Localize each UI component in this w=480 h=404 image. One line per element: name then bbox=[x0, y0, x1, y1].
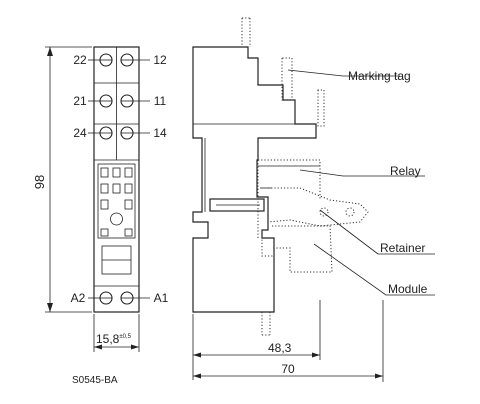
din-rail-clip bbox=[209, 198, 265, 212]
terminal-label-14: 14 bbox=[153, 126, 167, 140]
hidden-outlines bbox=[241, 17, 369, 336]
callout-relay: Relay bbox=[390, 164, 421, 178]
pin-sockets bbox=[97, 163, 136, 275]
socket-side-body bbox=[192, 46, 317, 313]
terminal-label-24: 24 bbox=[73, 126, 87, 140]
terminal-label-a2: A2 bbox=[71, 291, 86, 305]
front-view: 22 12 21 11 24 14 A2 A1 98 15,8±0,5 bbox=[32, 46, 169, 352]
width-dimension: 15,8±0,5 bbox=[93, 314, 140, 352]
depth-dimension-outer-label: 70 bbox=[281, 362, 295, 376]
side-view: Marking tag Relay Retainer Module 48,3 7… bbox=[192, 17, 435, 382]
depth-dimension-inner-label: 48,3 bbox=[268, 341, 292, 355]
callout-leaders bbox=[287, 69, 435, 296]
callout-marking-tag: Marking tag bbox=[348, 69, 411, 83]
height-dimension: 98 bbox=[32, 46, 92, 313]
drawing-code: S0545-BA bbox=[72, 375, 118, 386]
terminal-label-21: 21 bbox=[73, 94, 87, 108]
depth-dimension-outer: 70 bbox=[193, 300, 384, 382]
terminal-label-22: 22 bbox=[73, 53, 87, 67]
height-dimension-label: 98 bbox=[32, 175, 47, 189]
callout-module: Module bbox=[388, 282, 428, 296]
depth-dimension-inner: 48,3 bbox=[192, 300, 321, 380]
terminal-label-a1: A1 bbox=[154, 291, 169, 305]
width-dimension-label: 15,8±0,5 bbox=[96, 332, 132, 346]
terminal-label-12: 12 bbox=[153, 53, 167, 67]
callout-retainer: Retainer bbox=[380, 241, 425, 255]
terminal-label-11: 11 bbox=[154, 94, 167, 108]
